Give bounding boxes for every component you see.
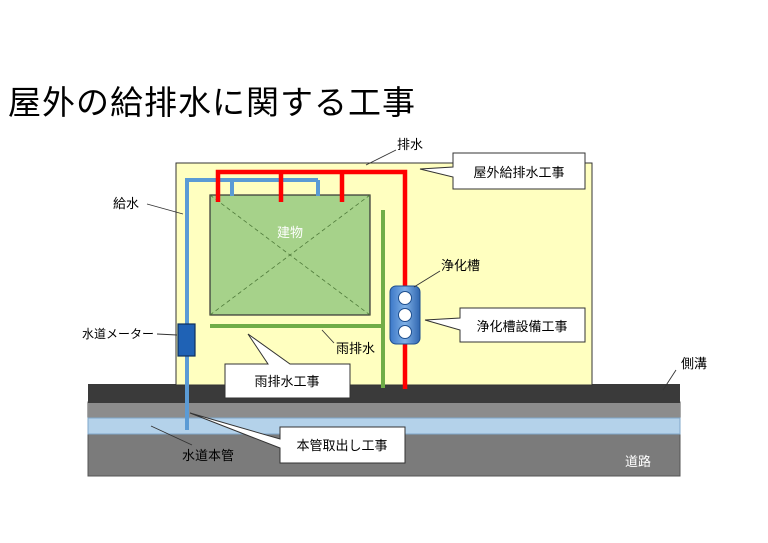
label-water-supply: 給水 <box>113 197 139 212</box>
label-septic-tank: 浄化槽 <box>441 259 480 274</box>
leader-septic-tank <box>413 270 441 288</box>
septic-tank <box>389 285 421 345</box>
road-sublayer <box>88 403 680 418</box>
leader-water-main <box>150 425 193 446</box>
page-title: 屋外の給排水に関する工事 <box>8 83 416 122</box>
building-diagonal-2 <box>209 194 371 316</box>
label-building: 建物 <box>277 226 303 241</box>
label-side-ditch: 側溝 <box>681 357 707 372</box>
leader-drainage <box>365 149 397 166</box>
label-rain-drainage: 雨排水 <box>336 342 375 357</box>
leader-side-ditch <box>662 369 677 391</box>
label-water-meter: 水道メーター <box>82 327 154 341</box>
water-meter <box>177 323 196 357</box>
label-drainage: 排水 <box>397 138 423 153</box>
callout-rain-drainage-work-text: 雨排水工事 <box>254 375 319 390</box>
leader-rain-drainage <box>321 329 335 344</box>
leader-water-supply <box>146 203 184 215</box>
leader-water-meter <box>156 333 178 336</box>
callout-septic-tank-work: 浄化槽設備工事 <box>424 307 586 343</box>
drain-pipe <box>215 169 408 389</box>
rain-drain-pipe <box>210 210 385 388</box>
callout-main-pipe-tap: 本管取出し工事 <box>189 412 406 464</box>
callout-outdoor-plumbing-text: 屋外給排水工事 <box>473 166 564 181</box>
callout-rain-drainage-work: 雨排水工事 <box>224 333 351 399</box>
callout-septic-tank-work-text: 浄化槽設備工事 <box>476 319 567 335</box>
label-road: 道路 <box>625 454 651 470</box>
callout-main-pipe-tap-text: 本管取出し工事 <box>296 439 387 454</box>
callout-outdoor-plumbing: 屋外給排水工事 <box>419 152 586 190</box>
label-water-main: 水道本管 <box>182 449 234 464</box>
